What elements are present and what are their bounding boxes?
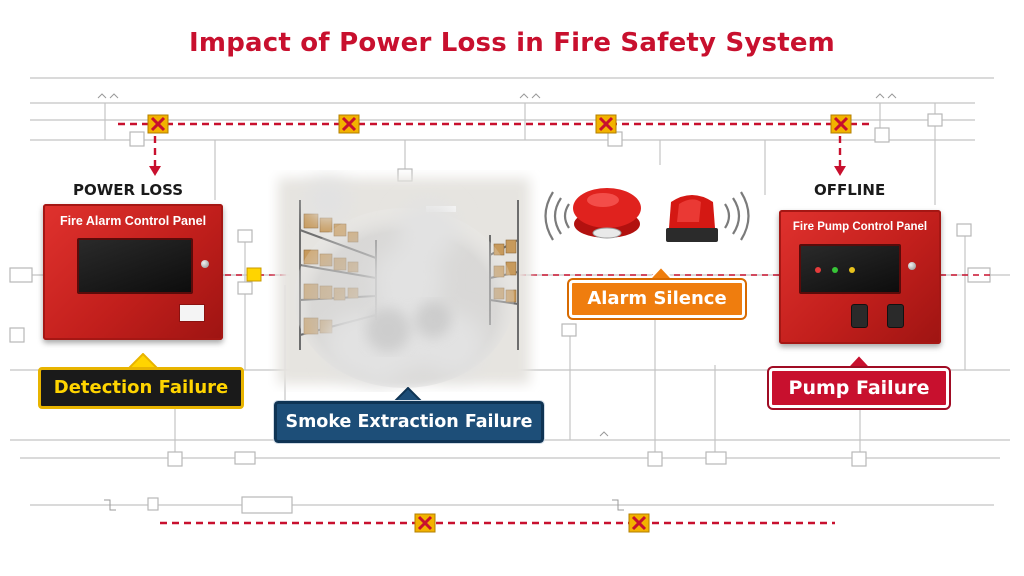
alarm-devices-image — [544, 188, 750, 242]
alarm-panel-display — [77, 238, 193, 294]
callout-pointer — [647, 266, 675, 282]
yellow-led-icon — [849, 267, 855, 273]
break-marker — [147, 114, 169, 134]
break-marker — [830, 114, 852, 134]
fire-pump-control-panel: Fire Pump Control Panel — [779, 210, 941, 344]
alarm-bell-icon — [573, 188, 641, 239]
break-marker — [414, 513, 436, 533]
panel-knob-icon — [201, 260, 209, 268]
detection-failure-callout: Detection Failure — [38, 367, 244, 409]
fire-alarm-panel-title: Fire Alarm Control Panel — [59, 214, 207, 228]
break-marker — [595, 114, 617, 134]
break-marker — [628, 513, 650, 533]
offline-label: OFFLINE — [814, 181, 886, 199]
alarm-silence-callout: Alarm Silence — [569, 280, 745, 318]
break-marker — [338, 114, 360, 134]
red-led-icon — [815, 267, 821, 273]
smoke-extraction-failure-callout: Smoke Extraction Failure — [273, 400, 545, 444]
pump-failure-callout: Pump Failure — [769, 368, 949, 408]
callout-pointer — [393, 387, 423, 403]
panel-knob-icon — [908, 262, 916, 270]
diagram-title: Impact of Power Loss in Fire Safety Syst… — [189, 28, 835, 58]
strobe-beacon-icon — [666, 195, 718, 242]
green-led-icon — [832, 267, 838, 273]
panel-label-plate — [179, 304, 205, 322]
sound-wave-icon — [544, 191, 750, 241]
fire-pump-panel-title: Fire Pump Control Panel — [792, 221, 928, 233]
pump-stop-button-icon — [887, 304, 904, 328]
fire-alarm-control-panel: Fire Alarm Control Panel — [43, 204, 223, 340]
callout-pointer — [128, 353, 158, 369]
smoke-filled-warehouse-image — [278, 178, 530, 388]
callout-pointer — [845, 354, 873, 370]
pump-start-button-icon — [851, 304, 868, 328]
power-loss-label: POWER LOSS — [73, 181, 184, 199]
pump-panel-display — [799, 244, 901, 294]
